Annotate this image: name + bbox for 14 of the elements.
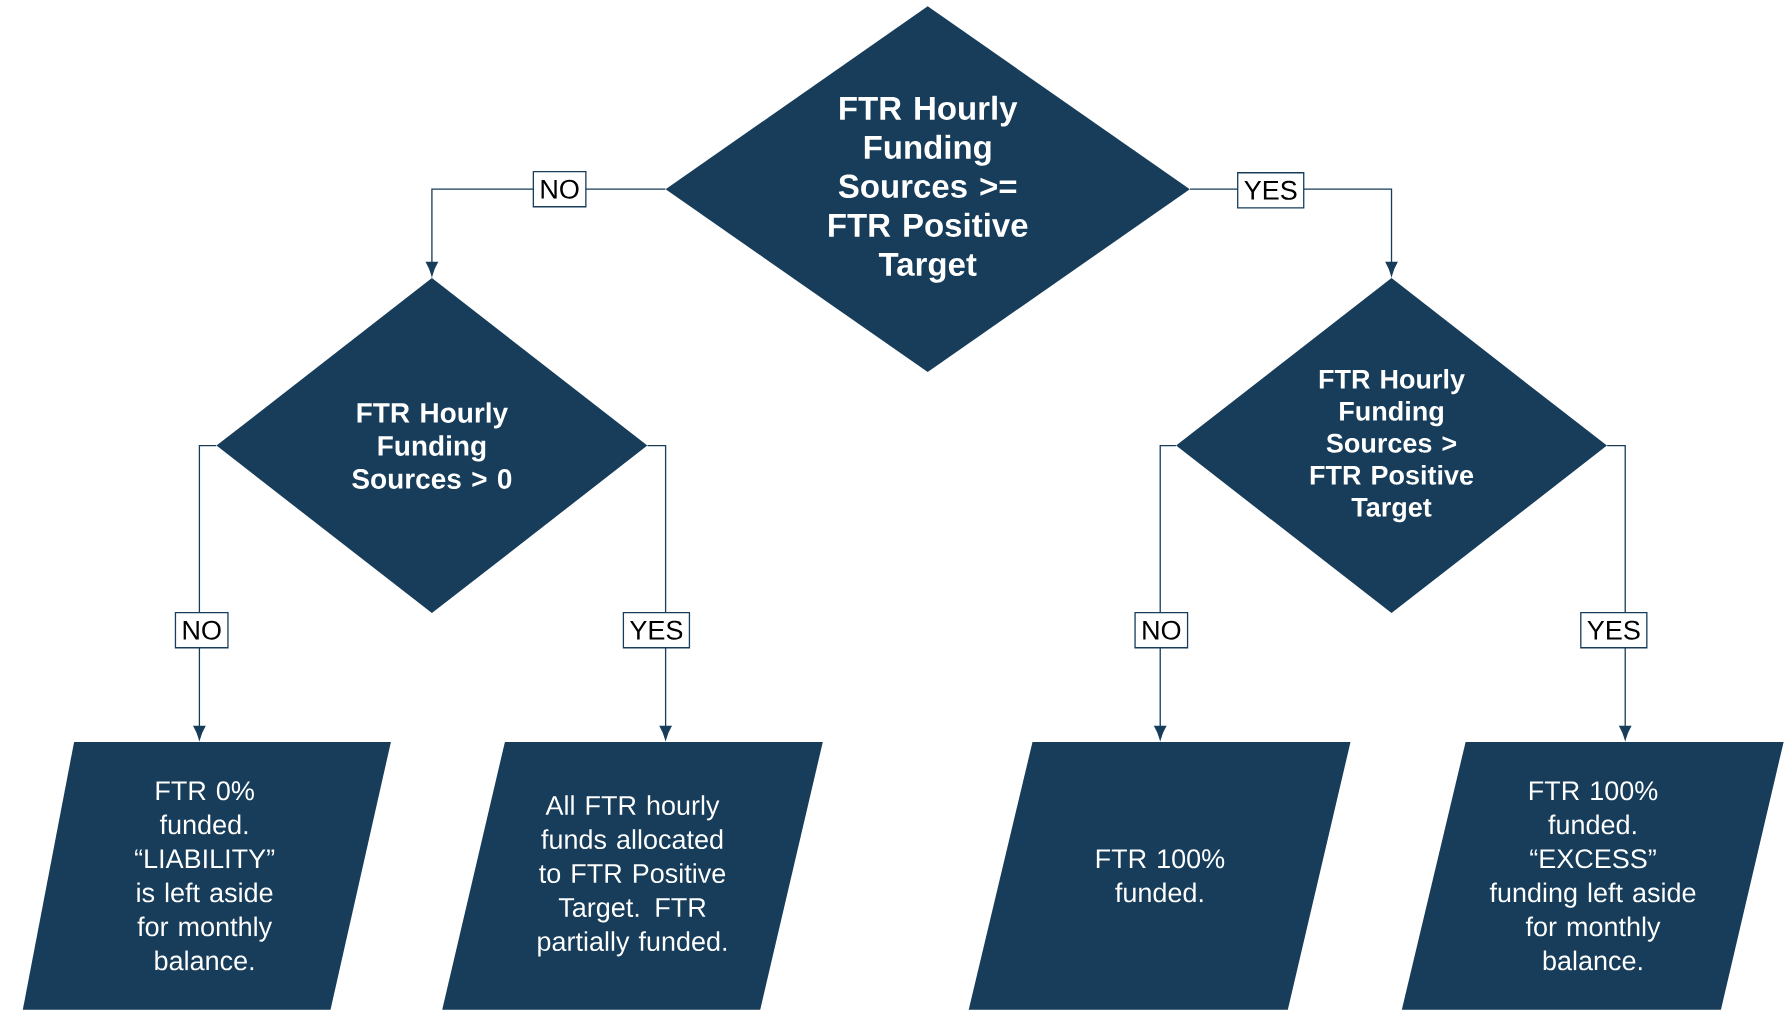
connector-arrow — [1606, 444, 1632, 740]
outcome-box: FTR 0% funded. “LIABILITY” is left aside for monthly balance. — [22, 741, 391, 1010]
connector-arrow — [1154, 444, 1177, 740]
outcome-box: FTR 100% funded. “EXCESS” funding left aside for monthly balance. — [1401, 741, 1784, 1010]
edge-label: YES — [622, 612, 691, 649]
outcome-box: All FTR hourly funds allocated to FTR Positive Target. FTR partially funded. — [442, 741, 823, 1010]
edge-label: YES — [1237, 172, 1305, 209]
edge-label: NO — [532, 171, 587, 208]
outcome-box: FTR 100% funded. — [968, 741, 1351, 1010]
edge-label: NO — [174, 612, 229, 649]
edge-label: YES — [1580, 612, 1648, 649]
connector-arrow — [646, 444, 672, 740]
edge-label: NO — [1134, 612, 1189, 649]
connector-arrow — [193, 444, 217, 740]
